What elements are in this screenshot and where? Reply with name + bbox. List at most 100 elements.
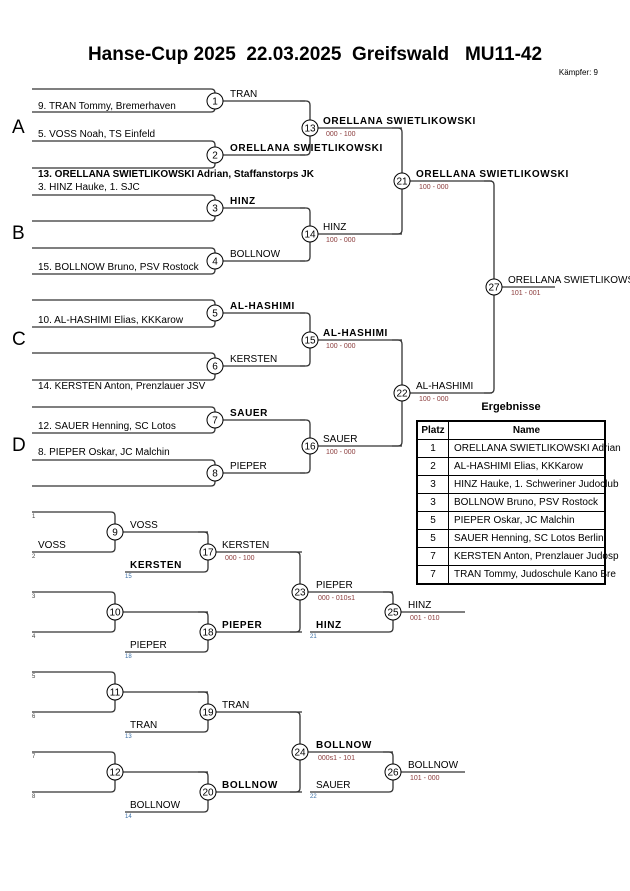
match-number-circle: 21 xyxy=(393,172,411,190)
match-number: 20 xyxy=(202,788,214,799)
winner-label: VOSS xyxy=(130,520,158,531)
entry-label: SAUER xyxy=(316,780,351,791)
bracket-line xyxy=(32,194,305,222)
match-number-circle: 13 xyxy=(301,119,319,137)
winner-label: ORELLANA SWIETLIKOWSKI xyxy=(230,143,383,154)
slot-number: 1 xyxy=(32,514,36,520)
entry-label: PIEPER xyxy=(130,640,167,651)
slot-number: 4 xyxy=(32,634,36,640)
winner-label: PIEPER xyxy=(230,461,267,472)
winner-label: BOLLNOW xyxy=(230,249,281,260)
winner-label: AL-HASHIMI xyxy=(416,381,474,392)
winner-label: TRAN xyxy=(230,89,258,100)
match-number: 21 xyxy=(396,177,408,188)
match-number: 24 xyxy=(294,748,306,759)
match-number-circle: 4 xyxy=(206,252,224,270)
match-number-circle: 23 xyxy=(291,583,309,601)
match-number-circle: 18 xyxy=(199,623,217,641)
score: 100 - 000 xyxy=(419,396,449,403)
winner-label: KERSTEN xyxy=(230,354,278,365)
match-number: 17 xyxy=(202,548,214,559)
header-place: Platz xyxy=(416,420,449,440)
place: 3 xyxy=(416,475,449,494)
winner-label: PIEPER xyxy=(222,620,263,631)
entry-label: HINZ xyxy=(316,620,342,631)
match-number: 15 xyxy=(304,336,316,347)
place: 3 xyxy=(416,493,449,512)
score: 000 - 100 xyxy=(225,555,255,562)
match-number-circle: 12 xyxy=(106,763,124,781)
place: 5 xyxy=(416,511,449,530)
match-number-circle: 24 xyxy=(291,743,309,761)
match-number-circle: 9 xyxy=(106,523,124,541)
match-number: 19 xyxy=(202,708,214,719)
match-number-circle: 26 xyxy=(384,763,402,781)
seed-label: 15. BOLLNOW Bruno, PSV Rostock xyxy=(38,262,199,273)
winner-label: KERSTEN xyxy=(222,540,270,551)
seed-label: 14. KERSTEN Anton, Prenzlauer JSV xyxy=(38,381,206,392)
fighter-count: Kämpfer: 9 xyxy=(558,68,598,77)
pool-label: A xyxy=(12,117,25,138)
entry-label: KERSTEN xyxy=(130,560,182,571)
match-number-circle: 3 xyxy=(206,199,224,217)
winner-label: AL-HASHIMI xyxy=(230,301,295,312)
results-header-row: Platz Name xyxy=(416,420,606,440)
bronze-winner-label: HINZ xyxy=(408,600,432,611)
score: 000s1 - 101 xyxy=(318,755,355,762)
winner-label: BOLLNOW xyxy=(222,780,278,791)
match-number: 7 xyxy=(212,416,218,427)
match-number-circle: 17 xyxy=(199,543,217,561)
match-number-circle: 2 xyxy=(206,146,224,164)
seed-label: 10. AL-HASHIMI Elias, KKKarow xyxy=(38,315,184,326)
match-number-circle: 6 xyxy=(206,357,224,375)
seed-label: 12. SAUER Henning, SC Lotos xyxy=(38,421,176,432)
seed-label: 3. HINZ Hauke, 1. SJC xyxy=(38,182,140,193)
fighter-name: KERSTEN Anton, Prenzlauer Judosp xyxy=(448,547,619,566)
entry-ref: 21 xyxy=(310,634,317,640)
fighter-name: TRAN Tommy, Judoschule Kano Bre xyxy=(448,565,616,585)
match-number: 1 xyxy=(212,97,218,108)
score: 000 - 100 xyxy=(326,131,356,138)
results-title: Ergebnisse xyxy=(481,401,541,413)
seed-label: 9. TRAN Tommy, Bremerhaven xyxy=(38,101,176,112)
winner-label: SAUER xyxy=(230,408,269,419)
match-number-circle: 8 xyxy=(206,464,224,482)
match-number: 11 xyxy=(110,688,121,699)
place: 1 xyxy=(416,439,449,458)
match-number-circle: 1 xyxy=(206,92,224,110)
match-number: 26 xyxy=(387,768,399,779)
match-number: 3 xyxy=(212,204,218,215)
match-number-circle: 5 xyxy=(206,304,224,322)
fighter-name: AL-HASHIMI Elias, KKKarow xyxy=(448,457,606,476)
entry-ref: 22 xyxy=(310,794,317,800)
pool-label: D xyxy=(12,435,26,456)
score: 101 - 001 xyxy=(511,290,541,297)
match-number-circle: 20 xyxy=(199,783,217,801)
page-title: Hanse-Cup 2025 22.03.2025 Greifswald MU1… xyxy=(87,44,543,65)
place: 5 xyxy=(416,529,449,548)
match-number-circle: 16 xyxy=(301,437,319,455)
score: 100 - 000 xyxy=(326,237,356,244)
slot-number: 7 xyxy=(32,754,36,760)
match-number-circle: 11 xyxy=(106,683,124,701)
fighter-name: BOLLNOW Bruno, PSV Rostock xyxy=(448,493,606,512)
match-number-circle: 14 xyxy=(301,225,319,243)
match-number: 23 xyxy=(294,588,306,599)
match-number: 9 xyxy=(112,528,118,539)
winner-label: HINZ xyxy=(323,222,347,233)
slot-number: 8 xyxy=(32,794,36,800)
place: 7 xyxy=(416,547,449,566)
place: 7 xyxy=(416,565,449,585)
entry-ref: 13 xyxy=(125,734,132,740)
slot-number: 5 xyxy=(32,674,36,680)
match-number-circle: 27 xyxy=(485,278,503,296)
score: 001 - 010 xyxy=(410,615,440,622)
match-number: 6 xyxy=(212,362,218,373)
winner-label: ORELLANA SWIETLIKOWSKI xyxy=(416,169,569,180)
match-number: 8 xyxy=(212,469,218,480)
score: 000 - 010s1 xyxy=(318,595,355,602)
